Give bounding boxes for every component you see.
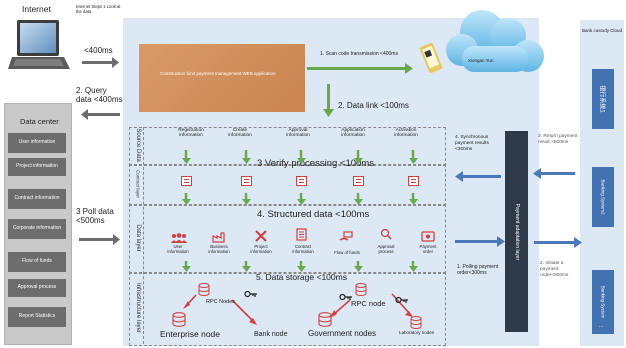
arrows-data-to-storage: [182, 261, 418, 272]
arrows-contract-to-data: [182, 193, 418, 205]
enterprise-node-label: Enterprise node: [160, 329, 221, 339]
database-icon: [318, 312, 332, 332]
dc-item-corporate: Corporate information: [8, 219, 66, 239]
arrow-app-to-datacenter: [81, 109, 120, 120]
dc-item-contract: Contract information: [8, 189, 66, 209]
bank-system-1: 银行系统1: [592, 69, 614, 129]
structured-label: 4. Structured data <100ms: [257, 209, 370, 220]
bank-cloud-label: Bank custody Cloud: [582, 28, 623, 33]
server-icon: [355, 283, 367, 301]
source-item-registration: Registration information: [178, 128, 204, 139]
storage-label: 5. Data storage <100ms: [256, 272, 347, 282]
key-icon: [244, 286, 258, 304]
contract-layer-section: [129, 164, 446, 206]
data-center-title: Data center: [20, 117, 59, 126]
bank-system-3: Banking System: [592, 270, 614, 334]
arrow-scan-code: [307, 63, 413, 74]
data-layer-section: [129, 204, 446, 274]
source-item-application: Application information: [341, 128, 365, 139]
payment-order-icon: [421, 229, 435, 247]
bank-system-2: Banking System2: [592, 167, 614, 227]
dc-item-flow: Flow of funds: [8, 252, 66, 272]
arrows-source-to-contract: [182, 150, 418, 164]
source-item-activation: Activation information: [394, 128, 418, 139]
cloud-icon: [440, 2, 550, 88]
source-item-create: Create information: [228, 128, 252, 139]
polling-label: 1. Polling payment order<300ms: [457, 264, 499, 277]
cloud-label: Xiongan Yun: [468, 58, 494, 63]
internet-title: Internet: [22, 4, 51, 14]
contract-icon: [181, 176, 192, 186]
dc-item-project: Project information: [8, 158, 66, 176]
bank-node-label: Bank node: [254, 331, 288, 338]
database-icon: [410, 316, 422, 334]
users-icon: [171, 230, 187, 248]
data-item-payment: Payment order: [419, 244, 437, 254]
document-icon: [296, 228, 307, 246]
contract-icon: [408, 176, 419, 186]
arrow-polling: [455, 236, 505, 247]
factory-icon: [212, 230, 226, 248]
infrastructure-layer-section: [129, 272, 446, 346]
laboratory-nodes-label: Laboratory nodes: [399, 330, 435, 335]
arrow-initiate-payment: [534, 237, 582, 248]
internet-latency: <400ms: [84, 46, 113, 55]
laptop-icon: [8, 17, 72, 81]
web-application-label: Construction fund payment management WEB…: [160, 71, 276, 76]
layer-label-divider: [143, 127, 144, 344]
dc-item-report: Report Statistics: [8, 307, 66, 327]
key-icon: [339, 289, 353, 307]
data-item-user: User information: [167, 244, 189, 254]
dc-item-approval: Approval process: [8, 279, 66, 297]
tools-icon: [255, 229, 267, 247]
sync-label: 4. Synchronous payment results <300ms: [455, 135, 489, 152]
data-link-label: 2. Data link <100ms: [338, 101, 409, 110]
arrow-return-result: [533, 168, 575, 179]
phone-icon: [418, 41, 444, 75]
data-item-flow: Flow of funds: [334, 250, 360, 255]
contract-icon: [353, 176, 364, 186]
data-item-project: Project information: [250, 244, 272, 254]
poll-label: 3 Poll data <500ms: [76, 207, 114, 225]
data-item-business: Business information: [208, 244, 230, 254]
arrow-datacenter-to-layers: [79, 234, 120, 245]
data-item-contract: Contract information: [292, 244, 314, 254]
contract-icon: [241, 176, 252, 186]
initiate-label: 2. Initiate a payment order<500ms: [540, 261, 569, 278]
web-application-box: [139, 44, 305, 112]
internet-steps-note: Internet Steps 1 Look at the data: [76, 4, 121, 14]
dc-item-user: User information: [8, 133, 66, 153]
payment-adaptation-layer: [505, 131, 528, 332]
magnifier-icon: [380, 227, 392, 245]
bank-system-ellipsis: ...: [599, 323, 604, 329]
arrow-internet-to-app: [82, 57, 119, 68]
query-label: 2. Query data <400ms: [76, 86, 123, 104]
government-nodes-label: Government nodes: [308, 329, 377, 338]
arrow-sync-results: [455, 171, 501, 182]
contract-icon: [296, 176, 307, 186]
source-item-approval: Approval information: [286, 128, 310, 139]
return-label: 3. Return payment result <500ms: [538, 134, 578, 145]
data-item-approval: Approval process: [377, 244, 395, 254]
rpc-node-label: RPC node: [351, 299, 386, 308]
rpc-nodes-label: RPC Nodes: [206, 299, 236, 305]
hand-money-icon: [339, 229, 353, 247]
database-icon: [172, 312, 186, 332]
arrow-data-link: [323, 84, 334, 117]
key-icon: [395, 292, 409, 310]
source-data-section: [129, 127, 446, 166]
server-icon: [198, 283, 210, 301]
verify-label: 3 Verify processing <100ms: [257, 158, 374, 169]
scan-label: 1. Scan code transmission <400ms: [320, 51, 398, 57]
